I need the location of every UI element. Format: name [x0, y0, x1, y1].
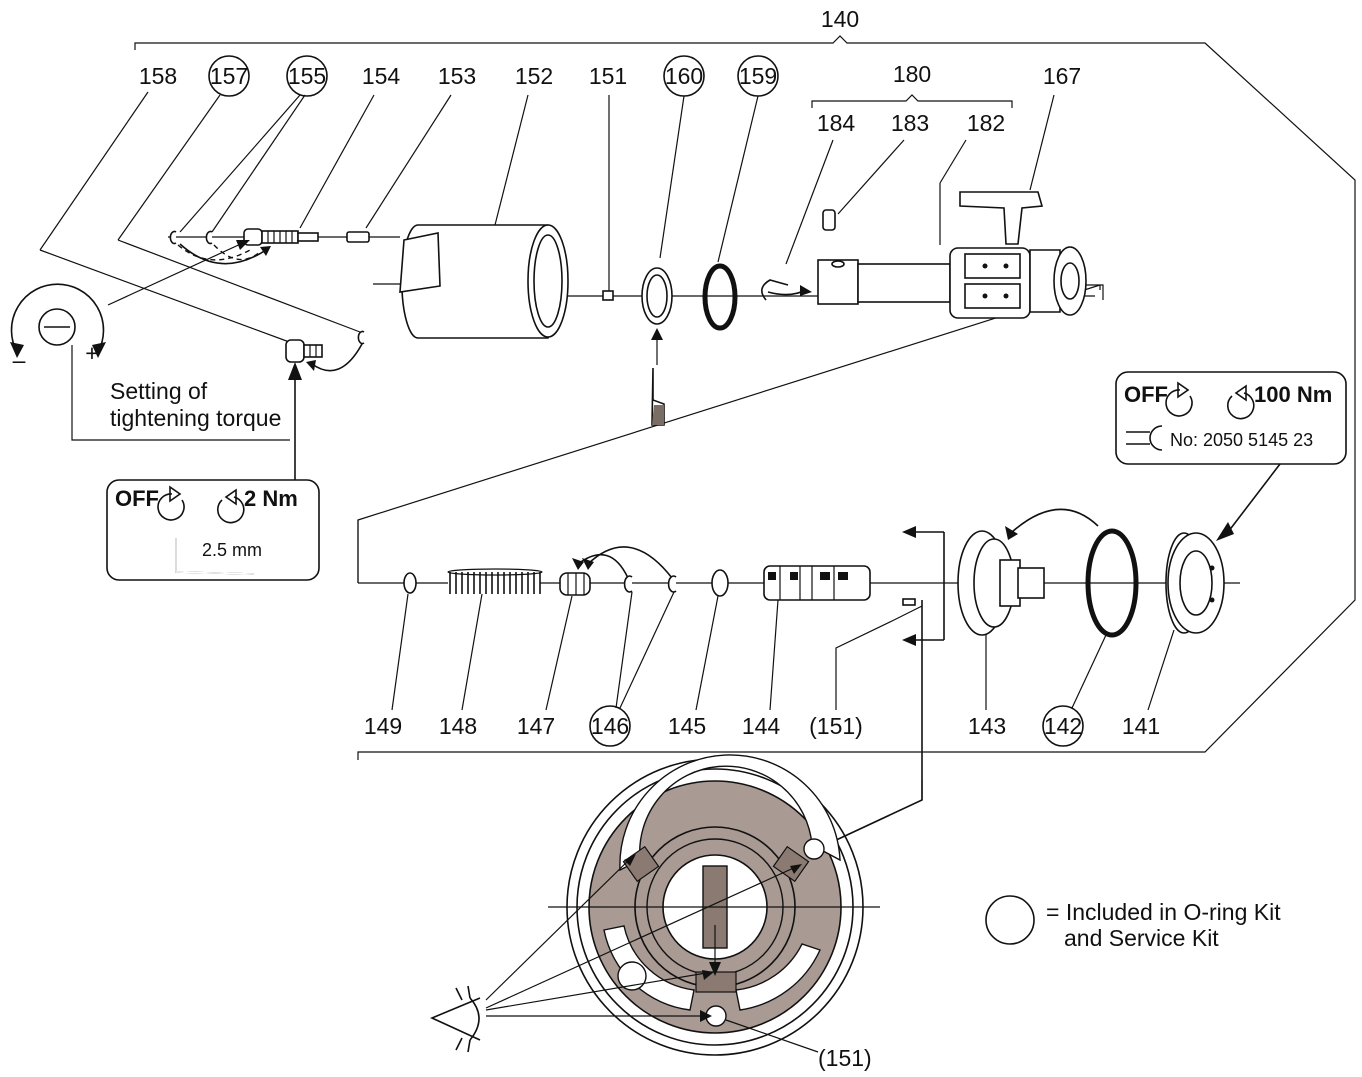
ring-146b: [667, 575, 677, 593]
tool-size-small: 2.5 mm: [202, 540, 262, 560]
plug-183: [822, 209, 836, 231]
assembly-bracket: [134, 35, 1356, 760]
label-151: 151: [589, 63, 627, 89]
kit-marker: [286, 55, 328, 97]
kit-legend-marker: [985, 895, 1035, 945]
assembly-number: 140: [821, 6, 859, 32]
pin-151: [602, 290, 614, 301]
key-167: [959, 191, 1044, 245]
group-180-bracket: [811, 94, 1013, 108]
pin-151-lower: [902, 598, 916, 606]
off-label-large: OFF: [1124, 382, 1168, 407]
ring-145: [711, 569, 729, 597]
label-182: 182: [967, 110, 1005, 136]
label-158: 158: [139, 63, 177, 89]
tool-number-large: No: 2050 5145 23: [1170, 430, 1313, 450]
slot-screw-icon: [38, 308, 76, 346]
label-151-lower: (151): [809, 713, 863, 739]
ccw-arrow-icon: [157, 493, 185, 521]
detail-label-151: (151): [818, 1045, 872, 1071]
clip-184: [761, 279, 789, 301]
kit-marker: [589, 705, 631, 747]
plus-sign: +: [85, 340, 98, 366]
group-number: 180: [893, 61, 931, 87]
kit-marker: [1042, 705, 1084, 747]
minus-sign: –: [13, 347, 26, 373]
legend: = Included in O-ring Kit and Service Kit: [985, 895, 1281, 951]
o-ring-159: [702, 263, 738, 331]
kit-marker: [208, 55, 250, 97]
label-154: 154: [362, 63, 401, 89]
legend-line2: and Service Kit: [1064, 925, 1219, 951]
label-159: 159: [739, 63, 777, 89]
retaining-ring-155b: [205, 230, 213, 245]
retaining-ring-155a: [169, 230, 177, 245]
torque-dial: [10, 240, 290, 441]
ring-146a: [623, 575, 633, 593]
label-149: 149: [364, 713, 402, 739]
torque-setting-line1: Setting of: [110, 378, 208, 404]
label-146: 146: [591, 713, 629, 739]
label-157: 157: [210, 63, 248, 89]
ring-149: [403, 572, 417, 594]
callout-small: OFF 2 Nm 2.5 mm: [106, 479, 320, 581]
label-144: 144: [742, 713, 781, 739]
off-label-small: OFF: [115, 486, 159, 511]
label-145: 145: [668, 713, 706, 739]
cw-arrow-icon: [217, 496, 245, 524]
label-152: 152: [515, 63, 553, 89]
label-184: 184: [817, 110, 856, 136]
torque-value-large: 100 Nm: [1254, 382, 1332, 407]
pin-153: [346, 231, 370, 243]
piston-147: [559, 572, 591, 596]
ccw-arrow-icon: [1165, 389, 1193, 417]
upper-leader-lines: [39, 91, 1055, 344]
screw-158: [285, 339, 305, 363]
lower-parts: [403, 508, 1225, 780]
label-147: 147: [517, 713, 555, 739]
label-142: 142: [1044, 713, 1082, 739]
cw-arrow-icon: [1227, 392, 1255, 420]
eye-icon: [430, 997, 481, 1041]
label-143: 143: [968, 713, 1006, 739]
label-141: 141: [1122, 713, 1160, 739]
callout-large: OFF 100 Nm No: 2050 5145 23: [1115, 371, 1347, 541]
lower-row-labels: 149 148 147 146 145 144 (151) 143 142 14…: [364, 705, 1160, 747]
label-183: 183: [891, 110, 929, 136]
torque-value-small: 2 Nm: [244, 486, 298, 511]
legend-line1: = Included in O-ring Kit: [1046, 899, 1281, 925]
upper-parts: [169, 191, 1087, 426]
torque-setting-line2: tightening torque: [110, 405, 281, 431]
o-ring-142: [1085, 528, 1139, 638]
label-155: 155: [288, 63, 326, 89]
label-153: 153: [438, 63, 476, 89]
label-148: 148: [439, 713, 477, 739]
upper-row-labels: 158 157 155 154 153 152 151 160 159 184 …: [139, 55, 1081, 136]
label-160: 160: [665, 63, 703, 89]
section-detail-view: [430, 754, 923, 1056]
spring-148: [447, 568, 543, 594]
wrench-icon: [1126, 425, 1163, 451]
ring-157: [357, 330, 365, 345]
label-167: 167: [1043, 63, 1081, 89]
lower-leader-lines: [391, 591, 1175, 711]
